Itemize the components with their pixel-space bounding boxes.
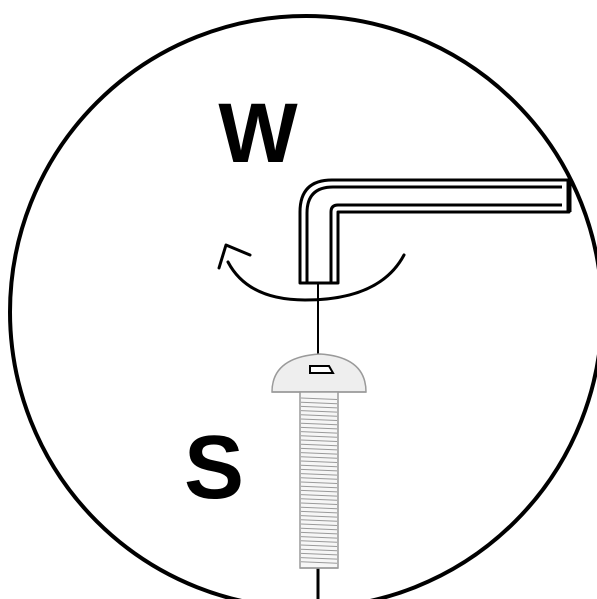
screw-label: S [184,418,244,518]
tool-label: W [218,86,298,180]
